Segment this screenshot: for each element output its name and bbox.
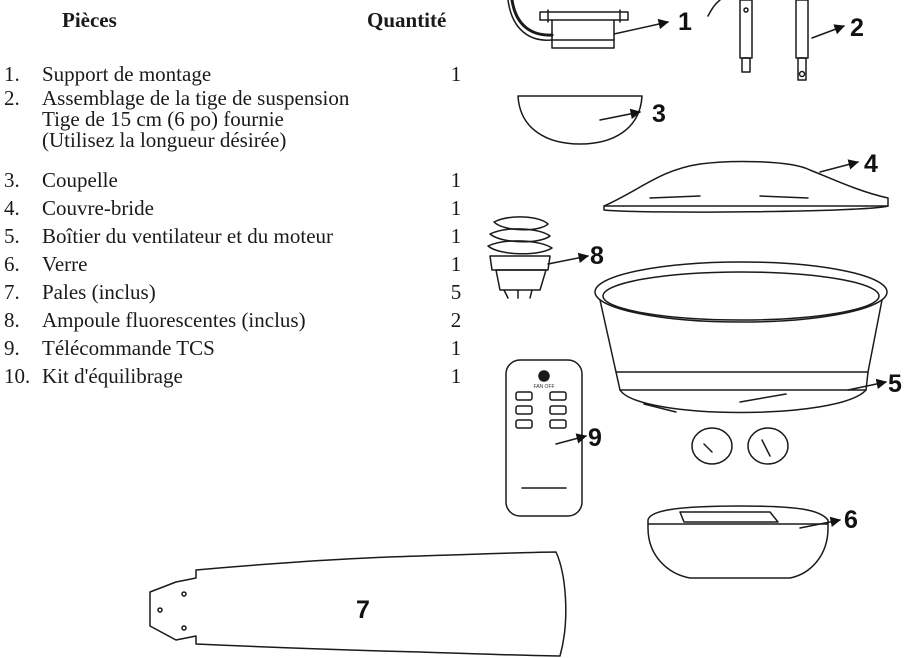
item-number: 6. — [4, 252, 20, 276]
callout-3: 3 — [652, 100, 666, 128]
callout-leader-6 — [799, 516, 842, 529]
cfl-bulb-drawing — [487, 216, 553, 299]
item-quantity: 1 — [450, 62, 462, 86]
glass-drawing — [647, 505, 829, 579]
callout-9: 9 — [588, 424, 602, 452]
item-number: 10. — [4, 364, 31, 388]
canopy-drawing — [517, 95, 643, 145]
item-number: 1. — [4, 62, 20, 86]
blade-drawing — [149, 551, 567, 657]
callout-2: 2 — [850, 14, 864, 42]
mounting-bracket-drawing — [507, 0, 629, 49]
callout-8: 8 — [590, 242, 604, 270]
item-quantity: 5 — [450, 280, 462, 304]
item-quantity: 2 — [450, 308, 462, 332]
callout-leader-4 — [819, 159, 860, 173]
callout-leader-8 — [547, 252, 590, 265]
callout-5: 5 — [888, 370, 902, 398]
item-description: Assemblage de la tige de suspension — [42, 86, 350, 110]
item-description: Kit d'équilibrage — [42, 364, 183, 388]
item-description: Support de montage — [42, 62, 212, 86]
quantity-column-header: Quantité — [367, 8, 447, 32]
item-description: Ampoule fluorescentes (inclus) — [42, 308, 306, 332]
callout-leader-5 — [847, 378, 888, 391]
parts-column-header: Pièces — [62, 8, 117, 32]
item-description: Coupelle — [42, 168, 118, 192]
parts-list: 1. Support de montage 1 2. Assemblage de… — [0, 0, 470, 460]
item-description: Couvre-bride — [42, 196, 154, 220]
motor-housing-drawing — [594, 261, 888, 465]
item-number: 3. — [4, 168, 20, 192]
item-description: Boîtier du ventilateur et du moteur — [42, 224, 334, 248]
item-quantity: 1 — [450, 224, 462, 248]
callout-7: 7 — [356, 596, 370, 624]
callout-6: 6 — [844, 506, 858, 534]
item-description: Pales (inclus) — [42, 280, 156, 304]
flange-cover-drawing — [603, 160, 889, 213]
remote-fan-off-label: FAN OFF — [533, 384, 554, 390]
callout-leader-2 — [811, 24, 845, 39]
item-quantity: 1 — [450, 252, 462, 276]
callout-4: 4 — [864, 150, 878, 178]
item-quantity: 1 — [450, 336, 462, 360]
callout-leader-3 — [599, 108, 642, 121]
callout-leader-9 — [555, 433, 588, 445]
item-description: Verre — [42, 252, 88, 276]
item-number: 8. — [4, 308, 20, 332]
downrod-drawing — [707, 0, 809, 81]
item-quantity: 1 — [450, 196, 462, 220]
item-description-line: (Utilisez la longueur désirée) — [42, 128, 287, 152]
callout-1: 1 — [678, 8, 692, 36]
item-number: 7. — [4, 280, 20, 304]
item-quantity: 1 — [450, 168, 462, 192]
item-number: 5. — [4, 224, 20, 248]
item-description: Télécommande TCS — [42, 336, 215, 360]
item-number: 9. — [4, 336, 20, 360]
item-number: 2. — [4, 86, 20, 110]
item-quantity: 1 — [450, 364, 462, 388]
item-number: 4. — [4, 196, 20, 220]
callout-leader-1 — [613, 18, 670, 35]
item-description-line: Tige de 15 cm (6 po) fournie — [42, 107, 284, 131]
